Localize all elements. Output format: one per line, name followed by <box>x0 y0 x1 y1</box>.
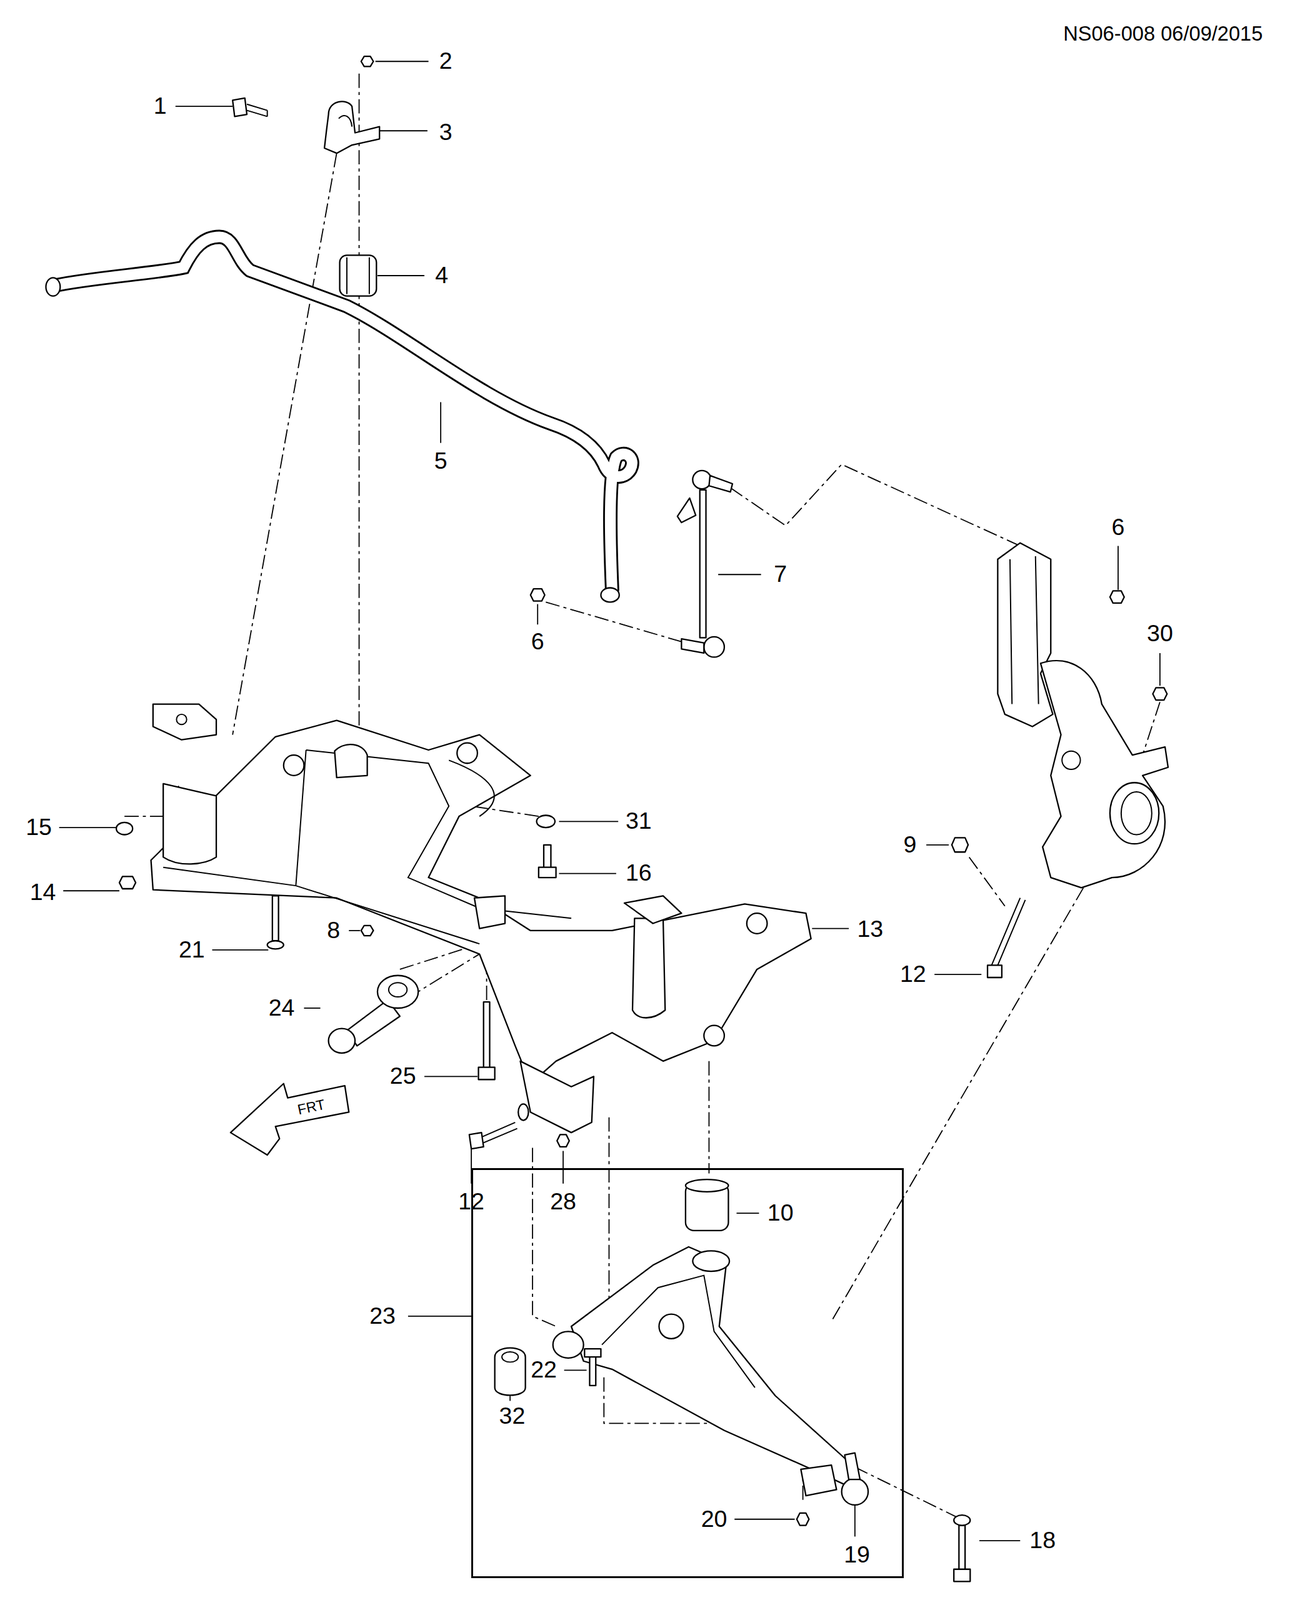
callout-number: 1 <box>153 94 167 119</box>
callout-number: 24 <box>268 996 295 1020</box>
callout-number: 32 <box>499 1404 526 1429</box>
clamp-parts <box>232 56 380 297</box>
callout-number: 18 <box>1029 1528 1056 1553</box>
callout-number: 9 <box>903 833 917 857</box>
lower-control-arm <box>495 1179 869 1525</box>
assembly-box: 10 3222 20 19 <box>471 1168 904 1579</box>
callout-number: 14 <box>30 880 57 905</box>
nut <box>1152 687 1167 700</box>
tension-link <box>328 975 419 1054</box>
callout-number: 5 <box>434 449 448 474</box>
callout-number: 8 <box>326 918 340 943</box>
callout-number: 16 <box>625 861 652 885</box>
callout-number: 25 <box>390 1064 417 1089</box>
nut <box>1110 590 1125 604</box>
callout-number: 2 <box>439 49 453 74</box>
steering-knuckle <box>997 543 1169 889</box>
stabilizer-bar <box>45 236 632 602</box>
callout-number: 21 <box>178 938 205 962</box>
leader-lines <box>59 61 1160 1541</box>
stabilizer-link <box>677 470 733 658</box>
callout-number: 15 <box>25 815 52 840</box>
callout-number: 28 <box>550 1190 577 1214</box>
callout-number: 6 <box>531 630 545 654</box>
callout-number: 12 <box>900 962 927 987</box>
callout-number: 19 <box>843 1543 870 1567</box>
callout-number: 10 <box>767 1201 794 1225</box>
callout-number: 13 <box>856 917 884 942</box>
nut <box>530 588 545 602</box>
callout-number: 20 <box>701 1507 728 1532</box>
callout-number: 23 <box>369 1304 396 1329</box>
callout-number: 12 <box>458 1190 485 1214</box>
callout-number: 4 <box>435 263 449 288</box>
front-arrow <box>230 1083 349 1155</box>
callout-number: 7 <box>773 562 787 587</box>
subframe <box>151 704 812 1134</box>
callout-number: 31 <box>625 809 652 834</box>
assembly-lines <box>124 73 1160 1519</box>
fasteners <box>116 815 1025 1582</box>
callout-number: 30 <box>1146 621 1174 646</box>
callout-number: 22 <box>530 1358 557 1382</box>
drawing-code: NS06-008 06/09/2015 <box>1063 23 1263 45</box>
callout-number: 3 <box>439 120 453 145</box>
callout-number: 6 <box>1111 515 1125 540</box>
